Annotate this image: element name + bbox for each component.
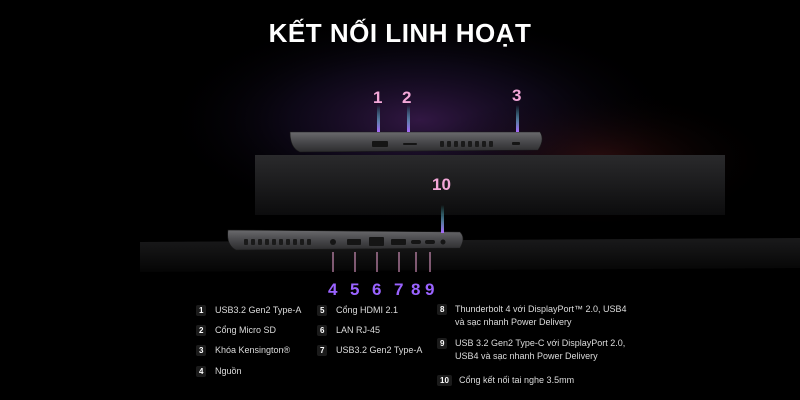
callout-5: 5 (350, 280, 360, 299)
legend-text-10: Cổng kết nối tai nghe 3.5mm (459, 375, 575, 385)
legend-text-8b: và sạc nhanh Power Delivery (455, 317, 572, 327)
legend-badge-9: 9 (437, 338, 448, 349)
legend-badge-8: 8 (437, 304, 448, 315)
callout-10: 10 (432, 175, 451, 194)
legend-badge-10: 10 (437, 375, 452, 386)
port-audio (440, 239, 446, 245)
page-title: KẾT NỐI LINH HOẠT (268, 18, 532, 48)
port-power (330, 239, 336, 245)
legend-badge-5: 5 (317, 305, 328, 316)
vents-top (440, 141, 493, 147)
port-sd (403, 143, 417, 145)
legend-text-9: USB 3.2 Gen2 Type-C với DisplayPort 2.0, (455, 338, 626, 348)
legend-text-9b: USB4 và sạc nhanh Power Delivery (455, 351, 598, 361)
port-thunderbolt (411, 240, 421, 244)
laptop-top (289, 131, 543, 153)
legend-text-3: Khóa Kensington® (215, 345, 291, 355)
callout-1: 1 (373, 88, 383, 107)
callout-4: 4 (328, 280, 338, 299)
port-usb-a-top (372, 141, 388, 147)
legend-text-5: Cổng HDMI 2.1 (336, 305, 399, 315)
callout-9: 9 (425, 280, 435, 299)
callout-8: 8 (411, 280, 421, 299)
legend-badge-6: 6 (317, 325, 328, 336)
port-hdmi (347, 239, 361, 245)
legend-badge-7: 7 (317, 345, 328, 356)
legend-text-8: Thunderbolt 4 với DisplayPort™ 2.0, USB4 (455, 304, 627, 314)
callout-2: 2 (402, 88, 412, 107)
legend-text-4: Nguồn (215, 366, 242, 376)
port-lan (369, 237, 384, 246)
legend-text-2: Cổng Micro SD (215, 325, 277, 335)
legend-badge-4: 4 (196, 366, 207, 377)
legend-badge-3: 3 (196, 345, 207, 356)
callout-3: 3 (512, 86, 522, 105)
callout-7: 7 (394, 280, 404, 299)
pedestal-top (255, 155, 725, 215)
port-usb-c (425, 240, 435, 244)
legend-text-7: USB3.2 Gen2 Type-A (336, 345, 423, 355)
leader-lines (332, 252, 431, 272)
legend-text-6: LAN RJ-45 (336, 325, 381, 335)
legend-badge-2: 2 (196, 325, 207, 336)
port-usb-a-bottom (391, 239, 406, 245)
legend-badge-1: 1 (196, 305, 207, 316)
port-kensington (512, 142, 520, 145)
callout-6: 6 (372, 280, 382, 299)
legend-text-1: USB3.2 Gen2 Type-A (215, 305, 302, 315)
vents-bottom (244, 239, 311, 245)
